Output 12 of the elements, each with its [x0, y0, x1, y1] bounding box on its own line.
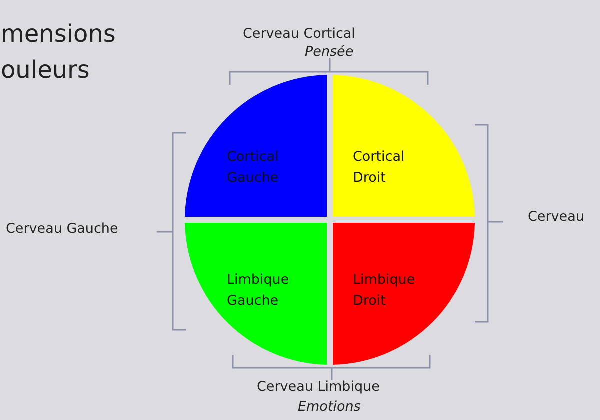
title-text: mensions: [1, 20, 116, 48]
quadrant-label: Cortical Droit: [353, 148, 406, 188]
bracket-label: Pensée: [305, 44, 354, 60]
title-text: ouleurs: [1, 56, 90, 84]
quadrant-label: Limbique Droit: [353, 271, 416, 311]
bracket-label: Cerveau: [528, 209, 584, 225]
quadrant-label: Cortical Gauche: [227, 148, 280, 188]
bracket-label: Cerveau Cortical: [243, 26, 356, 42]
bracket-label: Cerveau Gauche: [6, 221, 118, 237]
bracket-label: Emotions: [298, 399, 361, 415]
bracket-label: Cerveau Limbique: [257, 379, 380, 395]
quadrant-label: Limbique Gauche: [227, 271, 290, 311]
